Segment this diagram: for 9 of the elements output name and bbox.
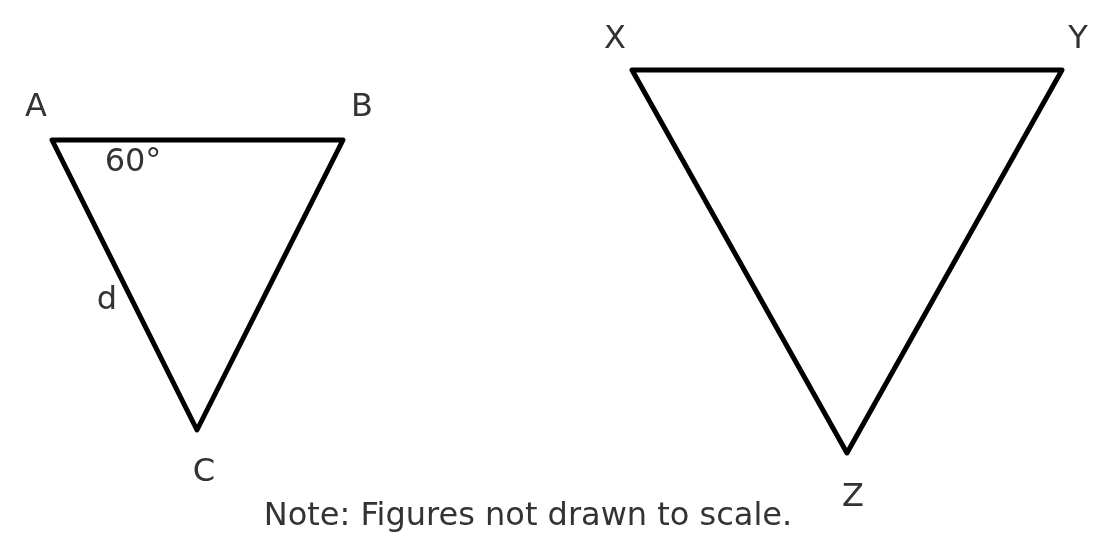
side-label: d [96,282,118,314]
vertex-label: B [351,89,373,121]
vertex-label: Y [1068,21,1088,53]
vertex-label: X [604,21,626,53]
vertex-label: Z [842,479,864,511]
angle-label: 60° [104,144,162,176]
note-text: Note: Figures not drawn to scale. [263,498,793,530]
vertex-label: C [192,454,216,486]
vertex-label: A [25,89,47,121]
